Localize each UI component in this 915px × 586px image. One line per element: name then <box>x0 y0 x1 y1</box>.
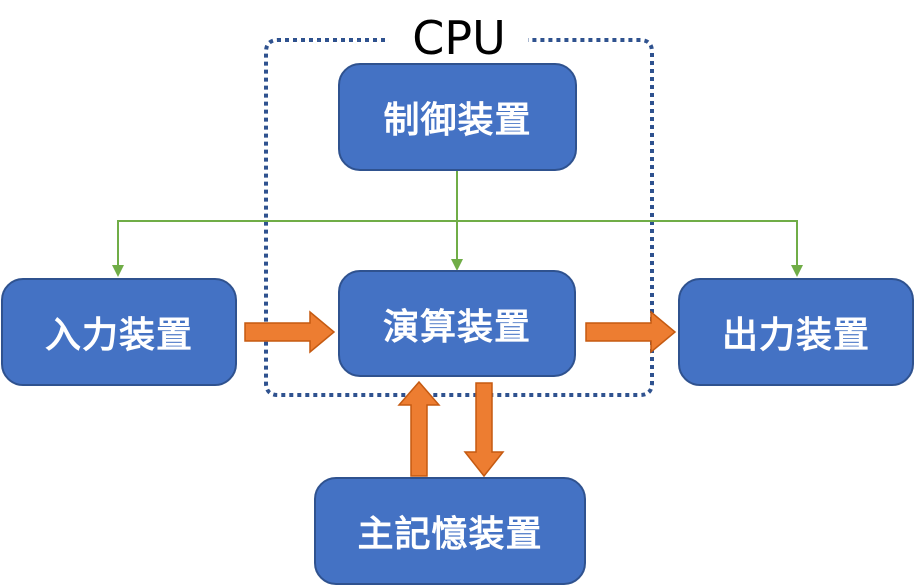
cpu-boundary <box>264 38 654 397</box>
main-memory-node: 主記憶装置 <box>314 477 586 585</box>
control-line-input <box>117 220 457 268</box>
arrow-memory-to-alu <box>397 380 441 477</box>
control-arrowhead-input <box>112 265 124 277</box>
arrow-alu-to-memory <box>463 382 505 478</box>
control-arrowhead-alu <box>451 259 463 271</box>
control-unit-node: 制御装置 <box>338 63 577 171</box>
arrow-input-to-alu <box>244 310 336 354</box>
arrow-alu-to-output <box>585 310 677 354</box>
control-arrowhead-output <box>791 265 803 277</box>
input-device-node: 入力装置 <box>1 278 237 386</box>
cpu-label: CPU <box>404 10 514 66</box>
control-line-output <box>457 220 798 268</box>
control-lines <box>117 170 798 268</box>
alu-node: 演算装置 <box>338 270 576 377</box>
output-device-node: 出力装置 <box>678 278 914 386</box>
